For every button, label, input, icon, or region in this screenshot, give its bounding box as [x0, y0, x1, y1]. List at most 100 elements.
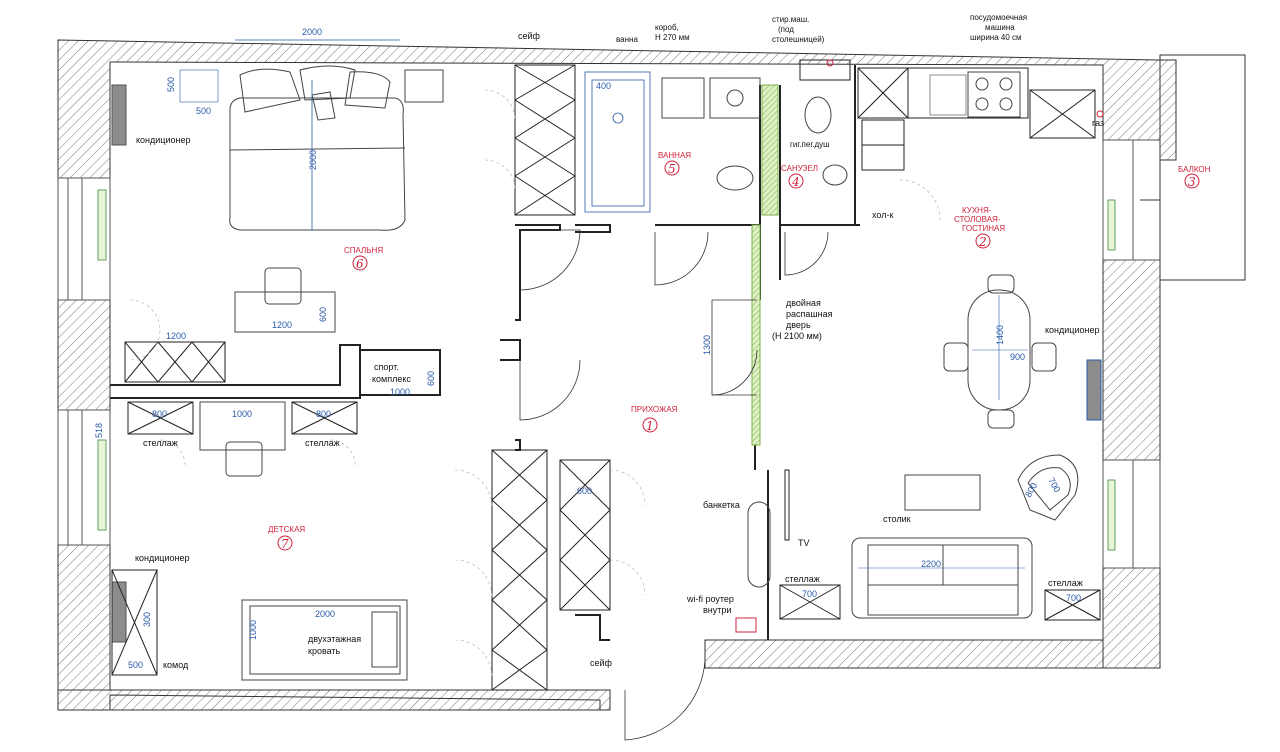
dim-wardrobe-bedroom: 1200 — [166, 331, 186, 341]
dim-bunk-w: 1000 — [248, 620, 258, 640]
dim-dining-w: 900 — [1010, 352, 1025, 362]
dim-desk-nursery: 1000 — [232, 409, 252, 419]
dining-chairs — [943, 274, 1057, 429]
room-name-kitchen-3: ГОСТИНАЯ — [962, 224, 1005, 233]
label-shelf-nursery-2: стеллаж — [305, 438, 340, 448]
armchair — [1017, 454, 1079, 521]
label-sport-2: комплекс — [372, 374, 411, 384]
label-double-door-4: (Н 2100 мм) — [772, 331, 822, 341]
room-name-bedroom: СПАЛЬНЯ — [344, 246, 383, 255]
nightstand — [404, 69, 444, 103]
bunk-bed — [241, 599, 408, 681]
gas-marker — [1096, 110, 1104, 118]
label-ac-nursery: кондиционер — [135, 553, 189, 563]
room-name-wc: САНУЗЕЛ — [781, 164, 818, 173]
label-safe-bottom: сейф — [590, 658, 613, 668]
sofa — [851, 537, 1033, 619]
dim-wardrobe-hall: 600 — [577, 486, 592, 496]
label-box-2: Н 270 мм — [655, 33, 690, 42]
room-name-nursery: ДЕТСКАЯ — [268, 525, 305, 534]
tv — [784, 469, 790, 541]
chair-nursery — [225, 441, 263, 477]
partition-green — [751, 224, 761, 446]
toilet-bathroom — [716, 165, 754, 191]
dim-bed-width: 2000 — [302, 27, 322, 37]
label-safe-top: сейф — [518, 31, 541, 41]
label-shelf-nursery-1: стеллаж — [143, 438, 178, 448]
dim-shelf-l1: 700 — [802, 589, 817, 599]
dim-dining-len: 1400 — [995, 325, 1005, 345]
dim-desk-bedroom-d: 600 — [318, 307, 328, 322]
dim-bath-width: 400 — [596, 81, 611, 91]
ac-unit-nursery — [111, 581, 127, 643]
room-number-nursery: 7 — [281, 537, 289, 551]
desk-bedroom — [234, 291, 336, 333]
label-hygienic-shower: гиг.пег.душ — [790, 140, 830, 149]
room-name-kitchen-1: КУХНЯ- — [962, 206, 992, 215]
ac-unit-bedroom — [111, 84, 127, 146]
room-name-kitchen-2: СТОЛОВАЯ- — [954, 215, 1001, 224]
label-double-door-1: двойная — [786, 298, 821, 308]
dim-nightstand-w: 500 — [196, 106, 211, 116]
nightstand — [179, 69, 219, 103]
dim-double-door: 1300 — [702, 335, 712, 355]
room-number-balcony: 3 — [1188, 175, 1196, 189]
room-number-bedroom: 6 — [356, 257, 364, 271]
label-shelf-living-2: стеллаж — [1048, 578, 1083, 588]
wardrobe-bedroom — [124, 341, 226, 383]
desk-nursery — [199, 401, 286, 451]
dishwasher — [929, 74, 967, 116]
dim-nightstand-h: 500 — [166, 77, 176, 92]
partition-green — [761, 84, 779, 216]
dim-armchair-b: 700 — [1046, 476, 1062, 494]
label-sport-1: спорт. — [374, 362, 399, 372]
coffee-table — [904, 474, 981, 511]
shelf-nursery — [127, 401, 358, 435]
stove — [967, 71, 1021, 118]
label-double-door-3: дверь — [786, 320, 811, 330]
label-washer-2: (под — [778, 25, 794, 34]
wardrobe-hall-top — [514, 64, 576, 216]
label-shelf-living-1: стеллаж — [785, 574, 820, 584]
room-number-wc: 4 — [791, 175, 800, 189]
label-fridge: хол-к — [872, 210, 893, 220]
sink-wc — [822, 164, 848, 186]
room-number-kitchen: 2 — [978, 235, 987, 249]
label-wifi-1: wi-fi роутер — [686, 594, 734, 604]
ac-unit-living — [1086, 359, 1102, 421]
windows — [57, 139, 1161, 569]
dim-shelf-n1: 800 — [152, 409, 167, 419]
bedroom-bed — [229, 65, 406, 231]
label-tv: TV — [798, 538, 810, 548]
label-bunk-1: двухэтажная — [308, 634, 361, 644]
label-bench: банкетка — [703, 500, 740, 510]
label-bath: ванна — [616, 35, 638, 44]
label-dresser: комод — [163, 660, 189, 670]
bench — [747, 501, 771, 588]
dim-armchair-a: 800 — [1023, 481, 1039, 499]
label-gas: газ — [1092, 118, 1104, 128]
dim-sofa: 2200 — [921, 559, 941, 569]
shelf-living — [779, 584, 1101, 621]
label-bunk-2: кровать — [308, 646, 341, 656]
label-ac-living: кондиционер — [1045, 325, 1099, 335]
washer — [709, 77, 761, 119]
room-name-hallway: ПРИХОЖАЯ — [631, 405, 678, 414]
balcony — [1140, 54, 1246, 281]
dim-shelf-n2: 800 — [316, 409, 331, 419]
room-number-hallway: 1 — [646, 419, 654, 433]
dim-bed-length: 2000 — [308, 150, 318, 170]
dim-shelf-depth-left: 518 — [94, 423, 104, 438]
kitchen-units — [857, 67, 1096, 171]
dim-shelf-l2: 700 — [1066, 593, 1081, 603]
dim-sport-w: 1000 — [390, 387, 410, 397]
wardrobe-hall — [491, 449, 611, 691]
label-double-door-2: распашная — [786, 309, 833, 319]
label-dishwasher-2: машина — [985, 23, 1015, 32]
dim-bunk-len: 2000 — [315, 609, 335, 619]
dim-sport-d: 600 — [426, 371, 436, 386]
label-dishwasher-1: посудомоечная — [970, 13, 1027, 22]
dim-dresser-w: 500 — [128, 660, 143, 670]
bathtub — [584, 71, 651, 213]
label-washer-1: стир.маш. — [772, 15, 809, 24]
